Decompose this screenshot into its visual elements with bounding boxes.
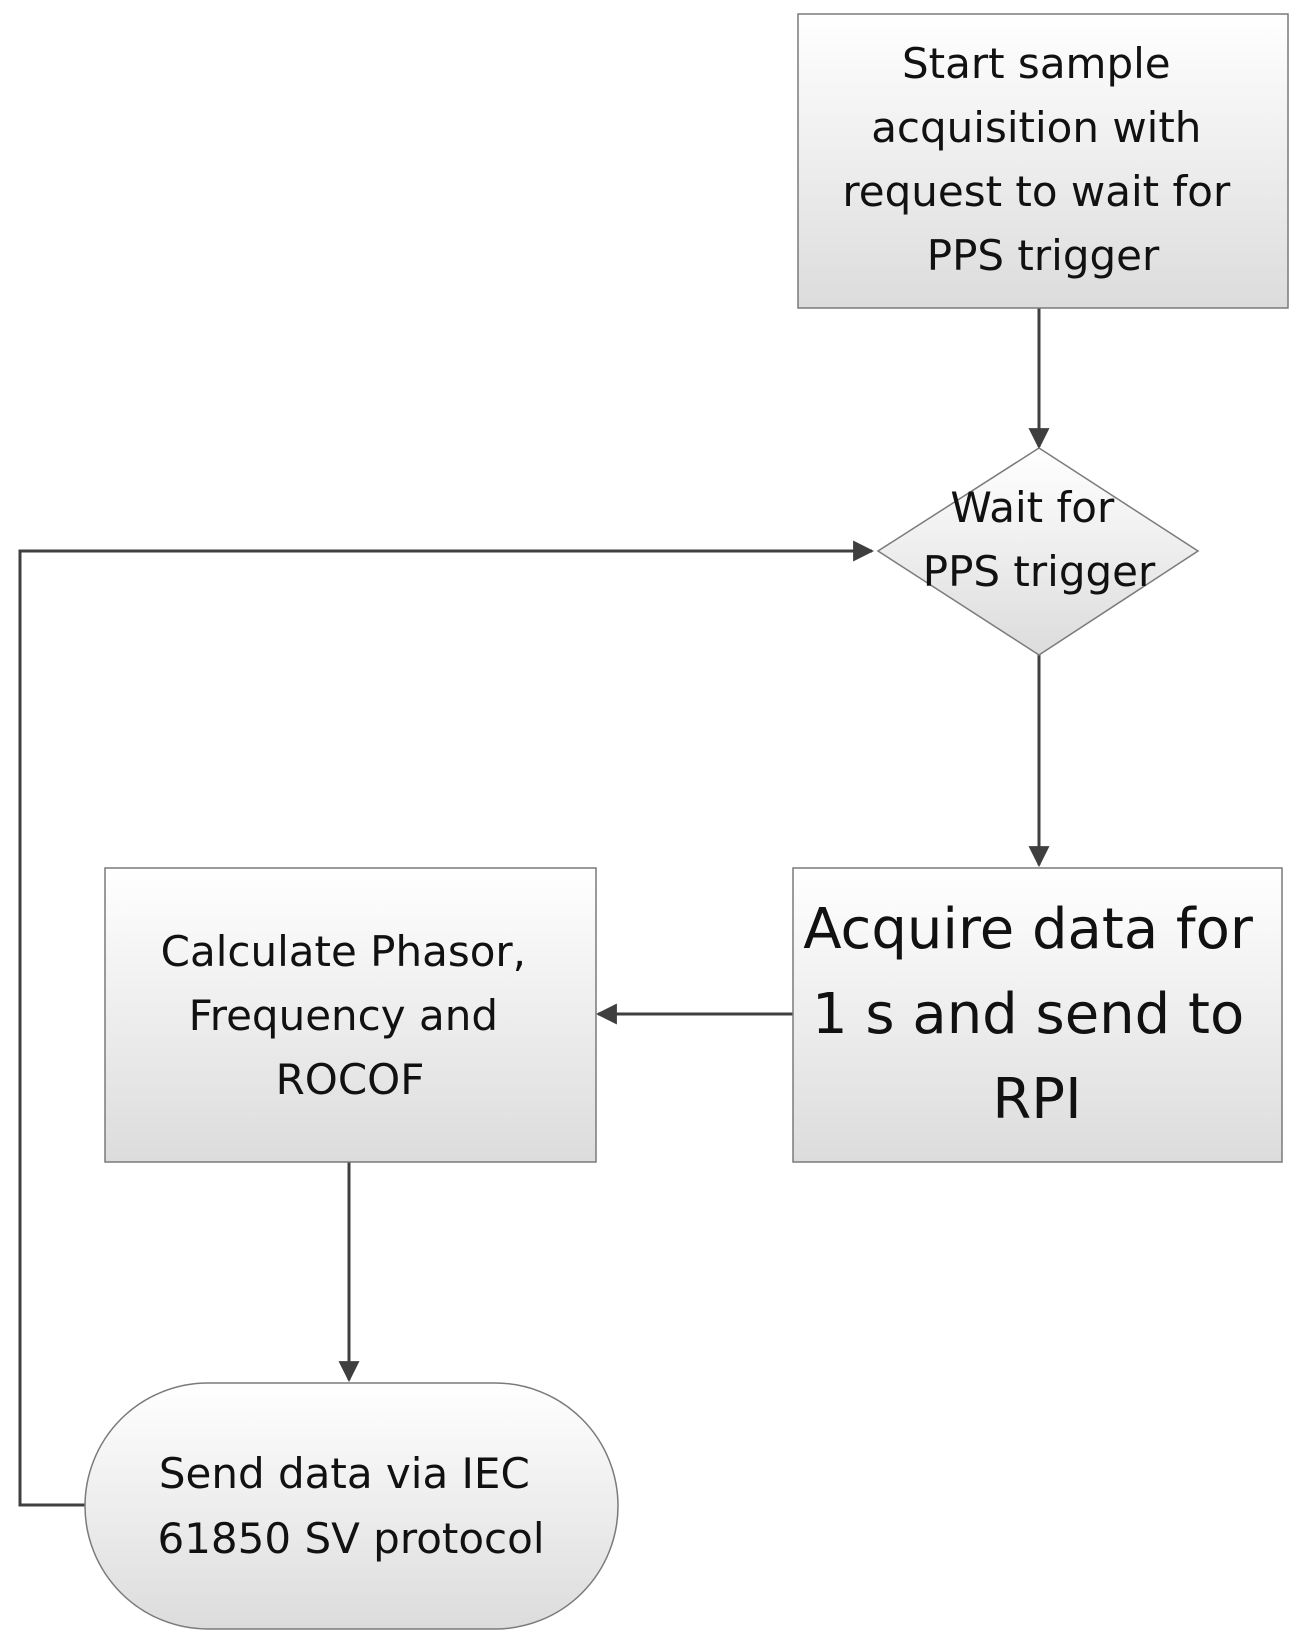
acquire-node-text: Acquire data for 1 s and send to RPI	[803, 897, 1271, 1132]
start-node-text: Start sample acquisition with request to…	[842, 39, 1243, 280]
start-line-4: PPS trigger	[927, 231, 1160, 280]
send-line-1: Send data via IEC	[159, 1449, 530, 1498]
acquire-line-2: 1 s and send to	[812, 982, 1244, 1047]
start-line-1: Start sample	[902, 39, 1171, 88]
wait-line-2: PPS trigger	[923, 547, 1156, 596]
send-line-2: 61850 SV protocol	[157, 1514, 544, 1563]
wait-diamond	[876, 447, 1200, 656]
send-terminator	[84, 1382, 619, 1630]
start-line-3: request to wait for	[842, 167, 1231, 216]
calculate-line-2: Frequency and	[189, 991, 498, 1040]
acquire-node: Acquire data for 1 s and send to RPI	[792, 867, 1283, 1163]
connectors	[18, 308, 1050, 1507]
calculate-line-1: Calculate Phasor,	[161, 927, 526, 976]
send-node-text: Send data via IEC 61850 SV protocol	[157, 1449, 544, 1563]
calculate-node: Calculate Phasor, Frequency and ROCOF	[104, 867, 597, 1163]
start-node: Start sample acquisition with request to…	[797, 13, 1289, 309]
send-node: Send data via IEC 61850 SV protocol	[84, 1382, 619, 1630]
wait-node: Wait for PPS trigger	[876, 447, 1200, 656]
wait-line-1: Wait for	[950, 483, 1115, 532]
start-box	[797, 13, 1289, 309]
calculate-node-text: Calculate Phasor, Frequency and ROCOF	[161, 927, 540, 1104]
start-line-2: acquisition with	[871, 103, 1201, 152]
wait-node-text: Wait for PPS trigger	[923, 483, 1156, 596]
calculate-line-3: ROCOF	[276, 1055, 425, 1104]
calculate-box	[104, 867, 597, 1163]
acquire-line-1: Acquire data for	[803, 897, 1254, 962]
acquire-box	[792, 867, 1283, 1163]
acquire-line-3: RPI	[992, 1067, 1081, 1132]
connector-send-loop-to-wait	[18, 540, 875, 1507]
